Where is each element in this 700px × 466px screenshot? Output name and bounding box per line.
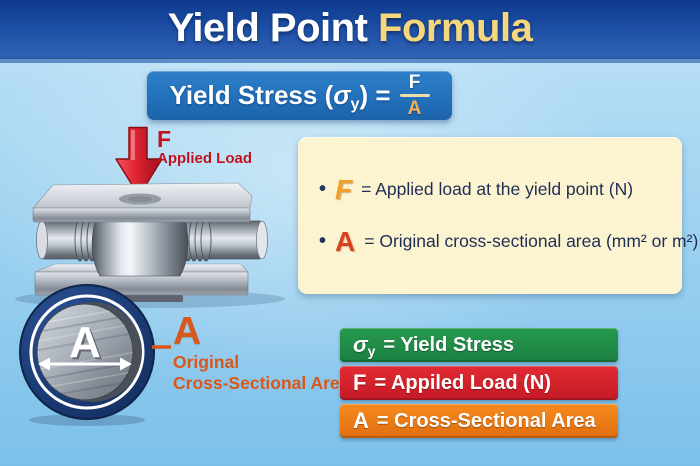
bullet-icon: • — [319, 230, 327, 252]
definition-text-f: = Applied load at the yield point (N) — [361, 179, 634, 199]
cross-section-letter: A — [69, 318, 101, 367]
force-symbol-label: F — [157, 126, 172, 152]
legend-text: = Appiled Load (N) — [374, 371, 551, 394]
definition-item-area: • A = Original cross-sectional area (mm²… — [319, 225, 698, 257]
compression-press-illustration: A A — [15, 182, 285, 426]
header-divider-dark — [0, 57, 700, 59]
cross-section-detail: A A — [19, 284, 171, 426]
top-plate — [32, 182, 253, 223]
legend-item-applied-load: F = Appiled Load (N) — [340, 366, 618, 400]
definition-item-force: • F = Applied load at the yield point (N… — [319, 173, 682, 205]
header-divider-light — [0, 59, 700, 63]
legend-sigma-symbol: σy — [353, 332, 376, 359]
legend-panel: σy = Yield Stress F = Appiled Load (N) A… — [340, 328, 618, 442]
legend-a-symbol: A — [353, 408, 369, 433]
sigma-symbol: σ — [333, 80, 351, 110]
area-name-line1: Original — [173, 352, 240, 372]
right-rod — [182, 218, 268, 262]
force-name-label: Applied Load — [157, 150, 252, 167]
formula-prefix: Yield Stress ( — [169, 80, 334, 110]
title-accent: Formula — [378, 6, 533, 50]
fraction-denominator: A — [407, 98, 422, 119]
area-name-line2: Cross-Sectional Area — [173, 373, 350, 393]
definition-symbol-f: F — [335, 173, 353, 205]
definition-text-a: = Original cross-sectional area (mm² or … — [364, 231, 699, 251]
legend-sigma-subscript: y — [367, 343, 376, 359]
diameter-arrow — [38, 357, 132, 371]
definition-symbol-a: A — [335, 225, 356, 257]
title-main: Yield Point — [167, 6, 368, 50]
legend-sigma: σ — [353, 332, 368, 357]
definitions-panel: • F = Applied load at the yield point (N… — [298, 137, 698, 294]
cross-section-letter-shadow: A — [71, 320, 103, 369]
page-title: Yield Point Formula — [168, 6, 533, 51]
title-bar: Yield Point Formula — [0, 0, 700, 57]
sigma-subscript: y — [350, 95, 360, 113]
area-name-label: Original Cross-Sectional Area — [173, 352, 349, 394]
formula-suffix: ) = — [359, 80, 391, 110]
area-symbol-label: A — [173, 310, 202, 353]
applied-load-arrow-icon — [115, 126, 163, 197]
legend-item-cross-sectional-area: A = Cross-Sectional Area — [340, 404, 618, 438]
fraction-bar — [399, 94, 430, 97]
fraction: F A — [399, 72, 430, 119]
legend-text: = Cross-Sectional Area — [376, 409, 596, 432]
yield-stress-formula-box: Yield Stress (σy) = F A — [147, 71, 452, 120]
legend-f-symbol: F — [353, 370, 367, 395]
bullet-icon: • — [319, 178, 327, 200]
legend-text: = Yield Stress — [383, 333, 515, 356]
force-label-group: F Applied Load — [157, 126, 252, 168]
formula-label: Yield Stress (σy) = — [169, 80, 391, 113]
specimen-cylinder — [91, 213, 189, 277]
fraction-numerator: F — [408, 72, 421, 93]
legend-item-yield-stress: σy = Yield Stress — [340, 328, 618, 362]
